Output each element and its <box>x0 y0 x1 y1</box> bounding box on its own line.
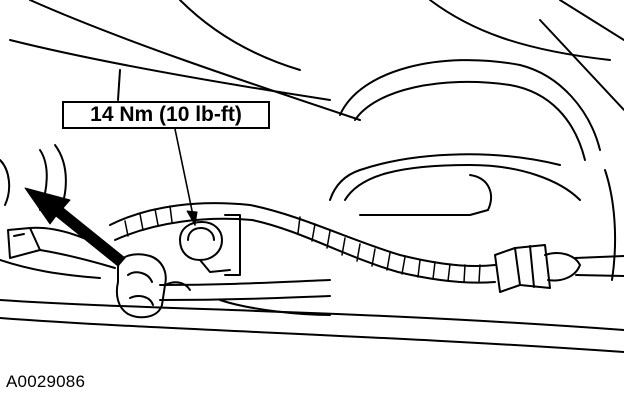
hex-nut-fitting <box>494 244 624 293</box>
retaining-clip <box>115 253 191 319</box>
suspension-arm <box>329 59 617 281</box>
bracket-bolt <box>179 214 241 276</box>
brake-line <box>159 279 331 301</box>
callout-leader <box>174 128 198 226</box>
frame-rail-lines <box>9 0 624 121</box>
pointer-arrow-icon <box>24 187 126 267</box>
figure-id: A0029086 <box>6 372 86 391</box>
lower-body-lines <box>0 299 624 353</box>
wiring-harness <box>109 202 496 284</box>
torque-callout: 14 Nm (10 lb-ft) <box>62 101 270 129</box>
